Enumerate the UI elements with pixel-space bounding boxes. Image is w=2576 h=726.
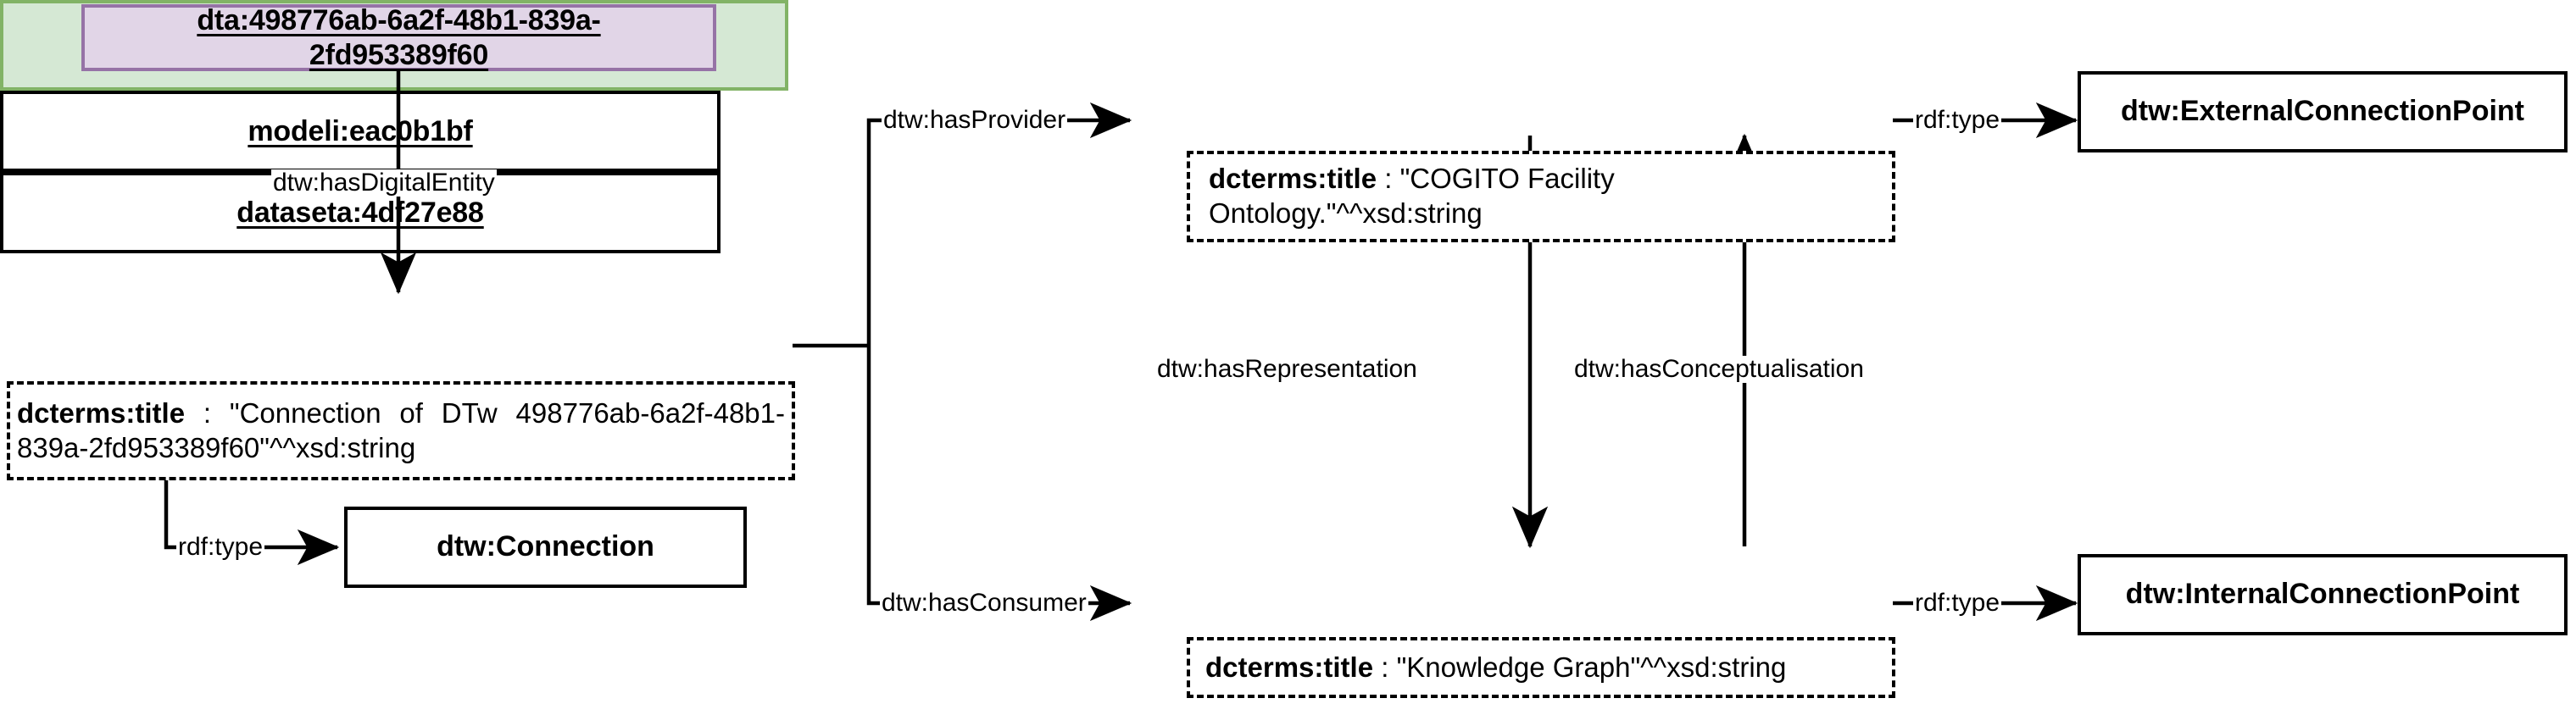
edge-label-has-provider: dtw:hasProvider xyxy=(882,106,1068,134)
node-modeli-attr-value: "COGITO Facility Ontology."^^xsd:string xyxy=(1209,163,1615,229)
node-dataseta-attr-key: dcterms:title xyxy=(1205,651,1374,683)
node-modeli-attributes: dcterms:title : "COGITO Facility Ontolog… xyxy=(1187,151,1895,242)
edge-label-modeli-rdf-type: rdf:type xyxy=(1913,106,2002,134)
node-dta[interactable]: dta:498776ab-6a2f-48b1-839a- 2fd953389f6… xyxy=(81,4,716,71)
class-box-internal-connection-point[interactable]: dtw:InternalConnectionPoint xyxy=(2078,554,2568,635)
node-modeli-attr-key: dcterms:title xyxy=(1209,163,1377,195)
node-dataseta-attributes: dcterms:title : "Knowledge Graph"^^xsd:s… xyxy=(1187,637,1895,698)
class-box-external-connection-point-label: dtw:ExternalConnectionPoint xyxy=(2121,95,2524,128)
edge-label-has-representation: dtw:hasRepresentation xyxy=(1155,355,1419,383)
node-cna-attr-sep: : xyxy=(185,396,230,429)
node-cna-attribute-row: dcterms:title : "Connection of DTw 49877… xyxy=(17,396,785,466)
node-cna-attributes: dcterms:title : "Connection of DTw 49877… xyxy=(7,381,795,480)
class-box-connection-label: dtw:Connection xyxy=(437,530,654,563)
node-cna-attr-value: "Connection of DTw 498776ab-6a2f-48b1-83… xyxy=(17,396,785,463)
node-dta-header[interactable]: dta:498776ab-6a2f-48b1-839a- 2fd953389f6… xyxy=(81,4,716,71)
class-box-external-connection-point[interactable]: dtw:ExternalConnectionPoint xyxy=(2078,71,2568,152)
class-box-internal-connection-point-label: dtw:InternalConnectionPoint xyxy=(2125,578,2520,611)
edge-cna-branch xyxy=(793,102,1132,622)
node-dta-uri-line2: 2fd953389f60 xyxy=(309,38,489,71)
node-modeli-attribute-row: dcterms:title : "COGITO Facility Ontolog… xyxy=(1209,162,1885,231)
node-dataseta-attribute-row: dcterms:title : "Knowledge Graph"^^xsd:s… xyxy=(1205,651,1885,685)
node-dataseta-attr-sep: : xyxy=(1373,651,1397,683)
node-modeli-header[interactable]: modeli:eac0b1bf xyxy=(0,91,721,172)
edge-label-has-digital-entity: dtw:hasDigitalEntity xyxy=(271,169,497,197)
edge-label-cna-rdf-type: rdf:type xyxy=(176,533,265,561)
node-modeli-uri: modeli:eac0b1bf xyxy=(248,114,473,147)
node-cna-attr-key: dcterms:title xyxy=(17,396,186,429)
node-dataseta-attr-value: "Knowledge Graph"^^xsd:string xyxy=(1396,651,1787,683)
class-box-connection[interactable]: dtw:Connection xyxy=(344,507,747,588)
node-dataseta-uri: dataseta:4df27e88 xyxy=(236,196,484,229)
node-modeli-attr-sep: : xyxy=(1377,163,1400,195)
edge-label-has-conceptualisation: dtw:hasConceptualisation xyxy=(1572,355,1866,383)
edge-label-has-consumer: dtw:hasConsumer xyxy=(880,589,1088,617)
node-dta-uri-line1: dta:498776ab-6a2f-48b1-839a- xyxy=(197,4,601,37)
edge-label-dataseta-rdf-type: rdf:type xyxy=(1913,589,2002,617)
